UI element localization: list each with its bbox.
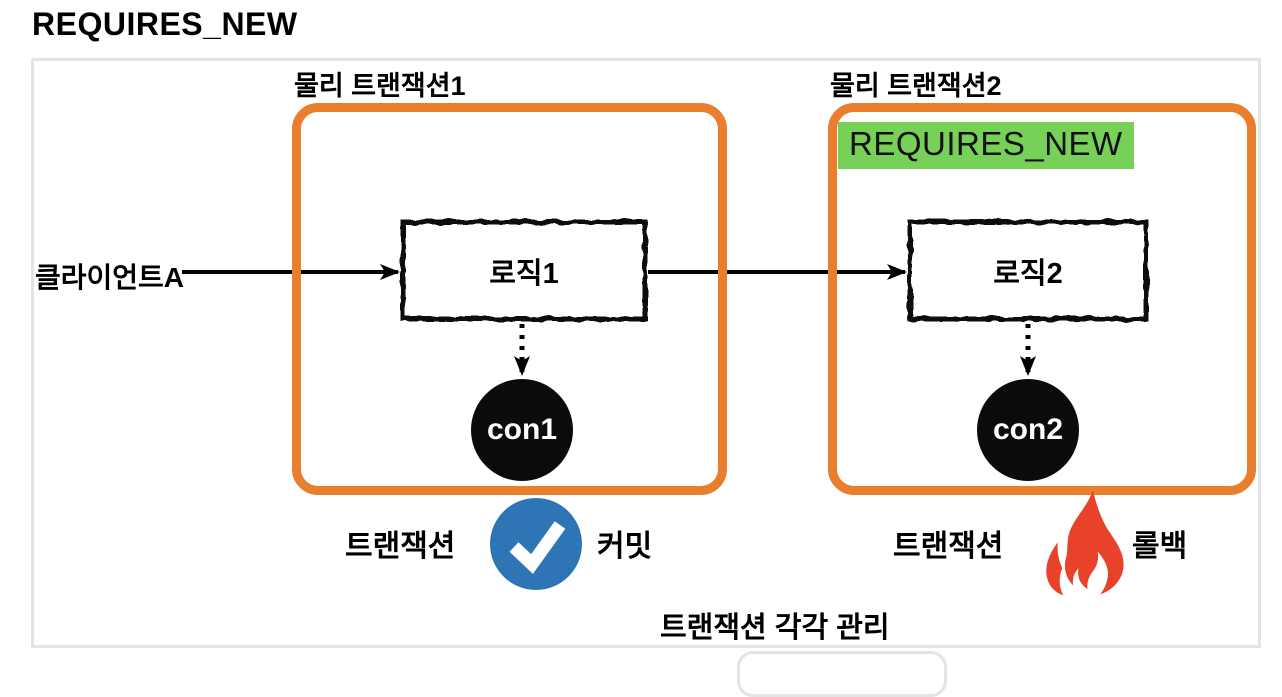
- logic1-box: [400, 219, 648, 322]
- commit-check-icon: [490, 498, 582, 595]
- logic2-label: 로직2: [993, 257, 1063, 290]
- tx2-status-result: 롤백: [1132, 530, 1188, 563]
- tx2-title: 물리 트랜잭션2: [830, 71, 1002, 101]
- con1-circle: con1: [471, 379, 573, 481]
- tx2-boundary-box: [828, 103, 1256, 495]
- tx2-status-prefix: 트랜잭션: [893, 530, 1004, 563]
- page-title: REQUIRES_NEW: [32, 6, 298, 42]
- con1-label: con1: [486, 413, 558, 446]
- logic1-label: 로직1: [489, 257, 559, 290]
- tx1-title: 물리 트랜잭션1: [294, 71, 466, 101]
- requires-new-tag: REQUIRES_NEW: [838, 122, 1134, 169]
- diagram-frame: 물리 트랜잭션1 물리 트랜잭션2 REQUIRES_NEW 클라이언트A 로직…: [31, 58, 1261, 648]
- tx1-boundary-box: [292, 103, 727, 495]
- client-label: 클라이언트A: [35, 262, 185, 293]
- tx1-status-prefix: 트랜잭션: [345, 530, 456, 563]
- requires-new-diagram-page: { "title": "REQUIRES_NEW", "diagram": { …: [31, 6, 1261, 697]
- tx1-status-result: 커밋: [597, 530, 653, 563]
- con2-circle: con2: [977, 379, 1079, 481]
- next-diagram-cropped-card: [737, 651, 947, 697]
- diagram-caption: 트랜잭션 각각 관리: [660, 612, 890, 644]
- con2-label: con2: [992, 413, 1064, 446]
- connector-arrows-layer: [182, 219, 1149, 376]
- rollback-fire-icon: [1040, 490, 1135, 603]
- logic2-box: [907, 219, 1149, 322]
